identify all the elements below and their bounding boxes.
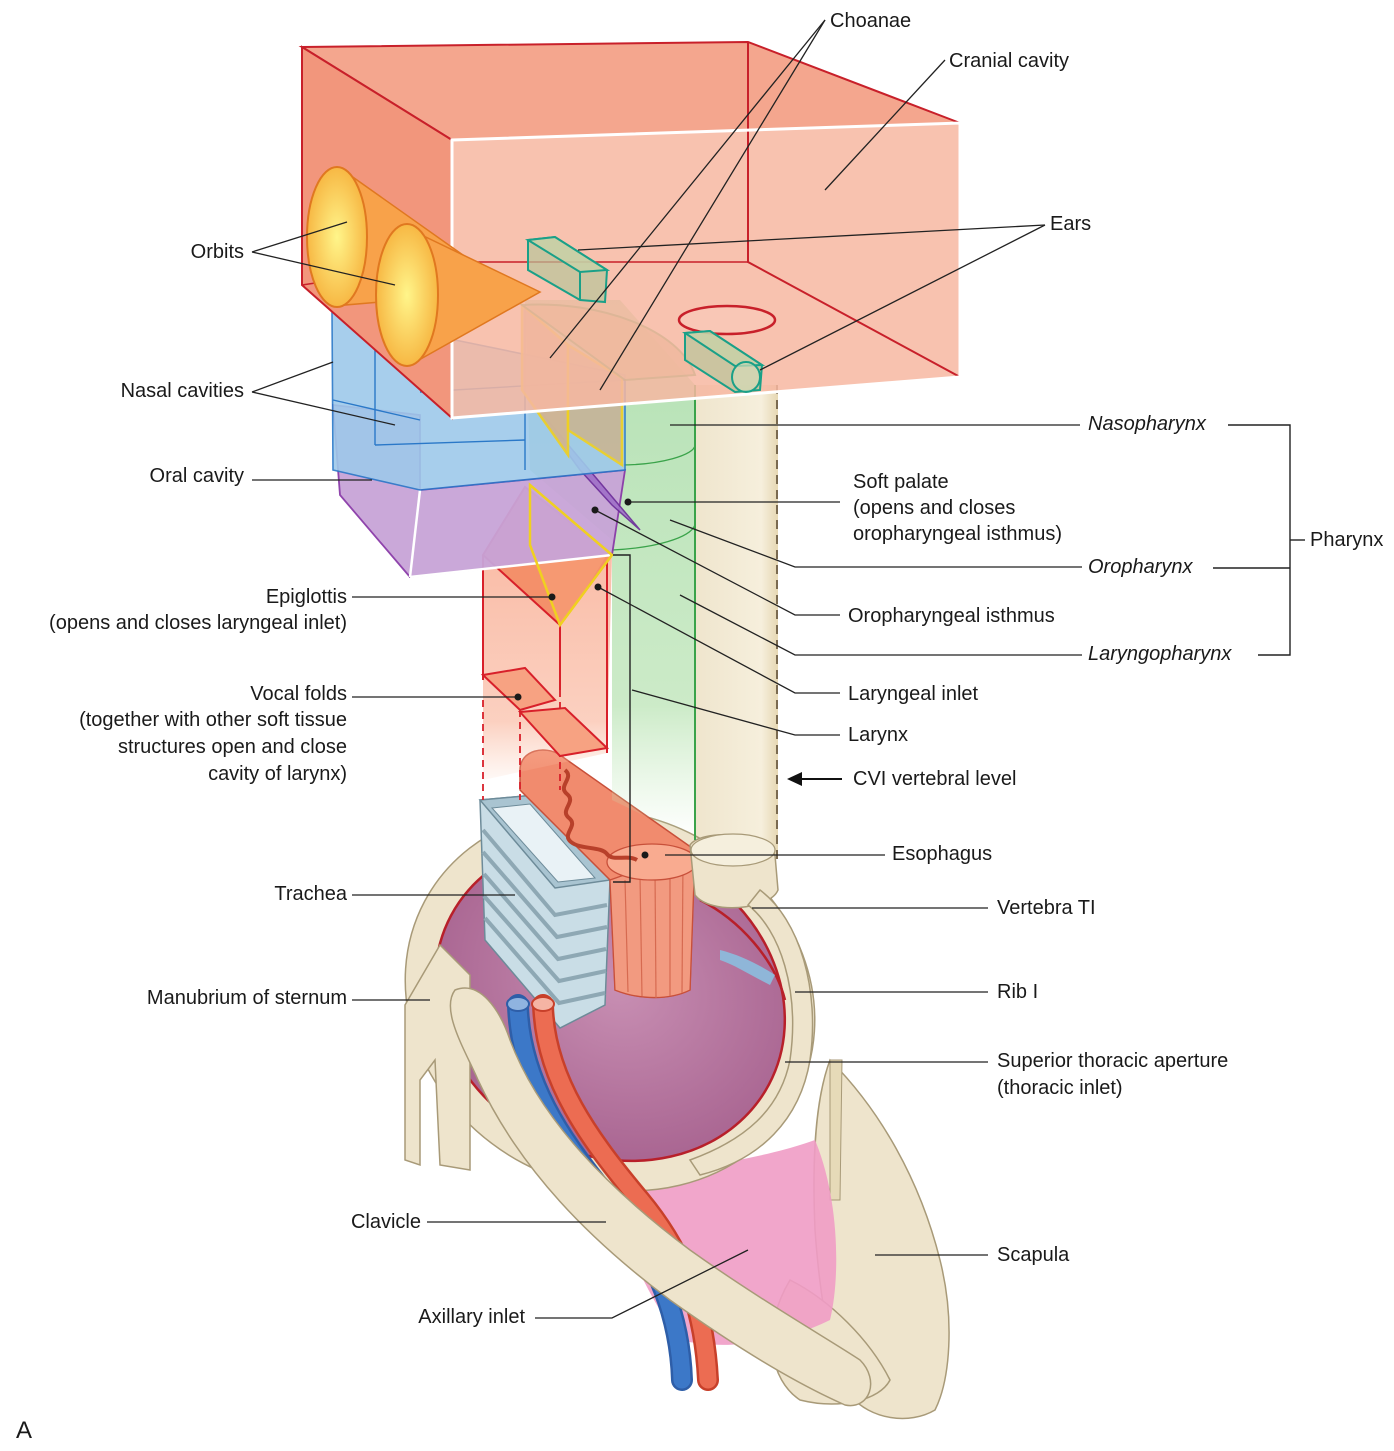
vertebral-column [695,385,778,860]
label-esophagus: Esophagus [892,843,993,865]
rib-one-front [688,888,814,1176]
label-soft-palate-line3: oropharyngeal isthmus) [853,523,1062,545]
label-epiglottis: Epiglottis [265,586,347,608]
label-superior-thoracic-aperture-line2: (thoracic inlet) [997,1077,1123,1099]
label-rib-1: Rib I [997,981,1039,1003]
larynx-bracket [613,554,631,883]
panel-letter: A [16,1417,33,1444]
leader-dots [514,498,649,859]
ears-shape [524,235,766,394]
vertebra-t1-shape [689,833,779,909]
label-soft-palate: Soft palate [853,471,949,493]
clavicle-shape [449,987,872,1407]
label-larynx: Larynx [848,724,909,746]
pharynx-bracket [1228,424,1291,656]
label-nasopharynx: Nasopharynx [1088,413,1206,435]
label-choanae: Choanae [830,10,912,32]
label-cranial-cavity: Cranial cavity [949,50,1070,72]
label-vocal-folds-line2: (together with other soft tissue [79,709,347,731]
label-clavicle: Clavicle [350,1211,421,1233]
label-manubrium: Manubrium of sternum [146,987,347,1009]
label-vocal-folds-line4: cavity of larynx) [208,763,347,785]
trachea-shape [478,794,612,1029]
orbits-shape [306,166,542,367]
label-nasal-cavities: Nasal cavities [120,380,244,402]
label-scapula: Scapula [997,1244,1070,1266]
label-laryngeal-inlet: Laryngeal inlet [848,683,979,705]
label-oropharyngeal-isthmus: Oropharyngeal isthmus [848,605,1055,627]
leader-lines [251,19,1082,1319]
cvi-arrow-icon [787,772,842,786]
label-vertebra-t1: Vertebra TI [997,897,1096,919]
label-vocal-folds: Vocal folds [250,683,347,705]
label-ears: Ears [1050,213,1092,235]
label-orbits: Orbits [190,241,244,263]
label-laryngopharynx: Laryngopharynx [1088,643,1232,665]
label-pharynx: Pharynx [1310,529,1384,551]
label-vocal-folds-line3: structures open and close [117,736,347,758]
label-superior-thoracic-aperture: Superior thoracic aperture [997,1050,1229,1072]
label-trachea: Trachea [274,883,347,905]
label-oral-cavity: Oral cavity [149,465,244,487]
label-soft-palate-line2: (opens and closes [853,497,1016,519]
label-epiglottis-line2: (opens and closes laryngeal inlet) [49,612,347,634]
label-axillary-inlet: Axillary inlet [418,1306,525,1328]
label-cvi-level: CVI vertebral level [853,768,1017,790]
label-oropharynx: Oropharynx [1088,556,1193,578]
